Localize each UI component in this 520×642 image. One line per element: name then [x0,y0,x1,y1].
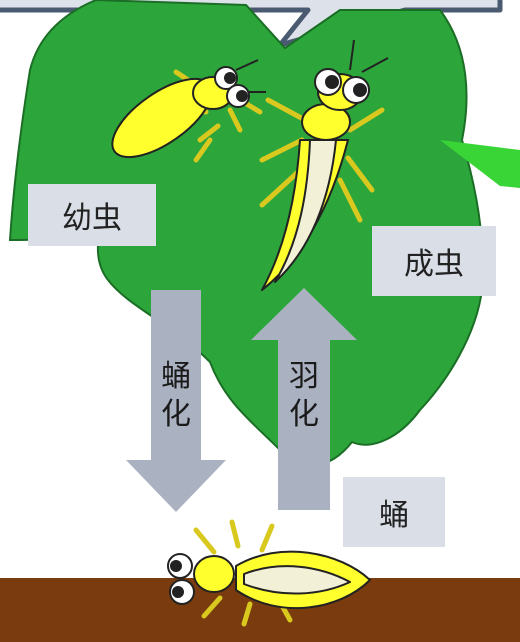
pupation-char-1: 蛹 [161,359,191,394]
pupation-arrow [126,290,226,512]
emergence-char-2: 化 [289,397,319,432]
adult-insect [259,39,389,291]
pupation-char-2: 化 [161,397,191,432]
grass-blade [440,140,520,188]
pupa-label: 蛹 [343,477,445,547]
larva-label: 幼虫 [28,184,156,246]
adult-label: 成虫 [372,226,496,296]
emergence-arrow-label: 羽 化 [282,358,326,434]
emergence-arrow [251,288,357,510]
larva-insect [111,59,266,163]
pupa-insect [167,519,371,627]
emergence-char-1: 羽 [289,359,319,394]
pupation-arrow-label: 蛹 化 [154,358,198,434]
